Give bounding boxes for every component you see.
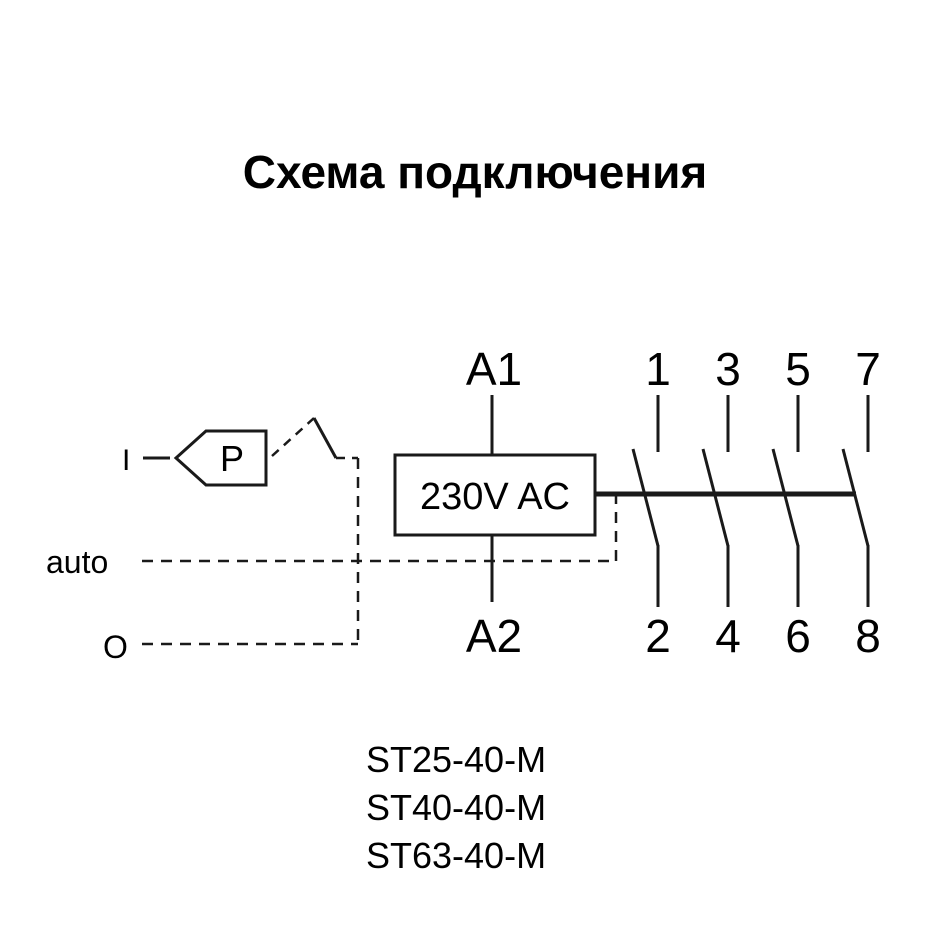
pole-1-contact-blade (631, 448, 660, 547)
actuator-zigzag-up (271, 417, 315, 457)
contact-terminal-3-label: 3 (715, 343, 741, 395)
manual-button-shape (173, 429, 268, 487)
pole-3-contact-blade (771, 448, 800, 547)
model-name-3: ST63-40-M (366, 835, 546, 876)
manual-button-label: P (220, 438, 244, 479)
manual-on-label: I (122, 444, 130, 477)
actuator-zigzag-down (312, 417, 338, 459)
contact-terminal-5-label: 5 (785, 343, 811, 395)
pole-4-contact-blade (841, 448, 870, 547)
contact-terminal-2-label: 2 (645, 610, 671, 662)
contact-terminal-8-label: 8 (855, 610, 881, 662)
page-title: Схема подключения (243, 146, 707, 198)
terminal-a1-label: A1 (466, 343, 522, 395)
model-name-2: ST40-40-M (366, 787, 546, 828)
contact-terminal-7-label: 7 (855, 343, 881, 395)
terminal-a2-label: A2 (466, 610, 522, 662)
contact-terminal-6-label: 6 (785, 610, 811, 662)
off-label: O (103, 629, 128, 665)
auto-mode-label: auto (46, 544, 108, 580)
contact-terminal-4-label: 4 (715, 610, 741, 662)
model-name-1: ST25-40-M (366, 739, 546, 780)
contact-terminal-1-label: 1 (645, 343, 671, 395)
coil-voltage-label: 230V AC (420, 476, 570, 518)
pole-2-contact-blade (701, 448, 730, 547)
